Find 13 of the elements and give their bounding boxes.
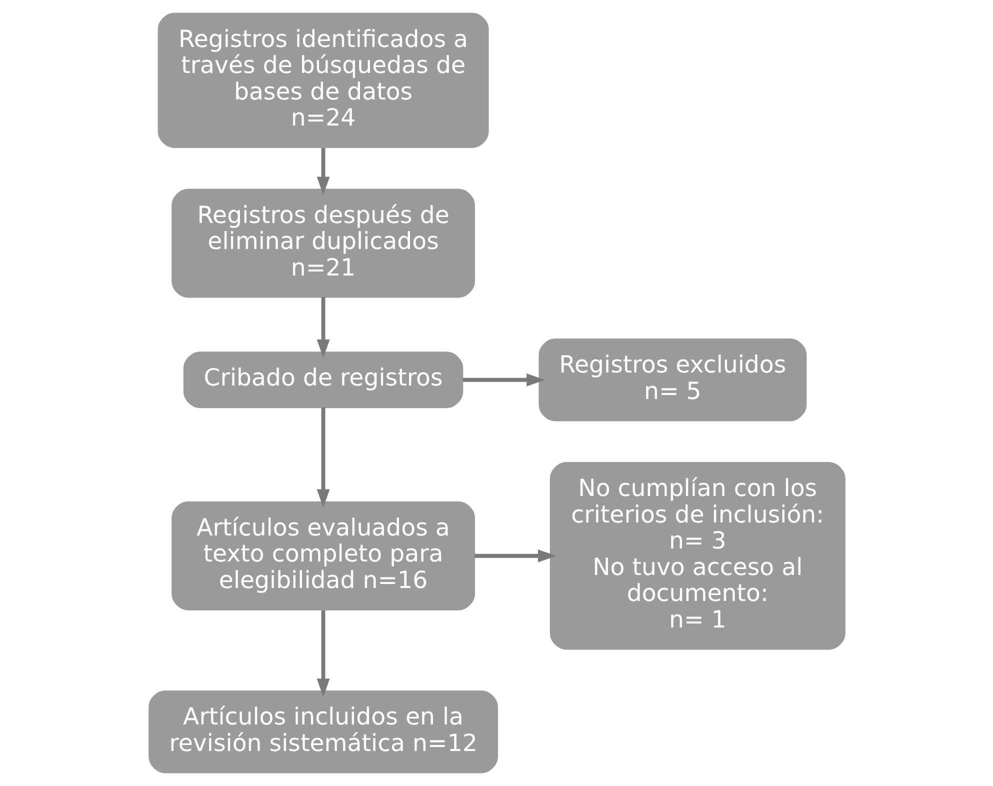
arrow	[316, 408, 330, 508]
arrow	[474, 549, 556, 562]
arrow	[462, 373, 545, 386]
node-box: Registros después de eliminar duplicados n=21	[171, 188, 474, 298]
node-box: Registros excluidos n= 5	[538, 338, 806, 422]
node-box: Artículos incluidos en la revisión sistemática n=12	[148, 690, 498, 774]
node-box: No cumplían con los criterios de inclusión: n= 3 No tuvo acceso al documento: n= 1	[549, 462, 845, 650]
node-box: Registros identificados a través de búsquedas de bases de datos n=24	[157, 12, 488, 148]
node-box: Artículos evaluados a texto completo para elegibilidad n=16	[171, 501, 474, 610]
arrow	[316, 148, 330, 196]
arrow	[316, 297, 330, 358]
arrow	[316, 610, 330, 698]
node-box: Cribado de registros	[182, 352, 463, 408]
